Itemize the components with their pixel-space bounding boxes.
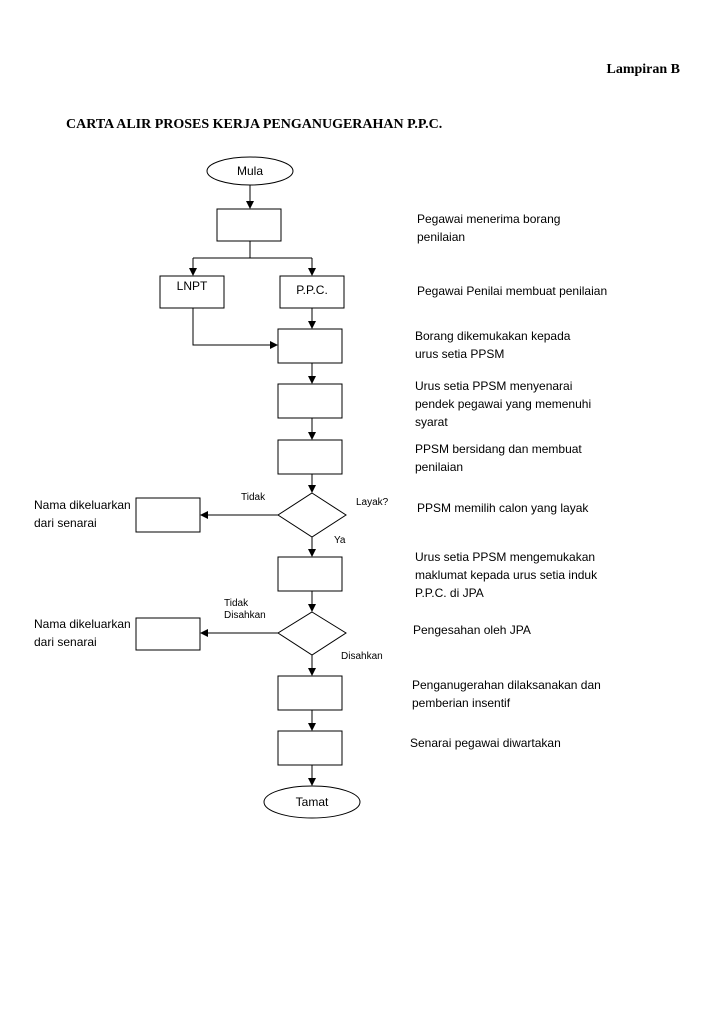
reject-box-2: [135, 617, 201, 651]
decision1-no-label: Tidak: [241, 492, 266, 503]
note-step-1: Pegawai menerima borang penilaian: [417, 212, 561, 244]
reject-text-2: Nama dikeluarkan dari senarai: [34, 617, 131, 649]
step-submit-form: [277, 328, 343, 364]
decision-eligible: [277, 492, 347, 538]
step-award: [277, 675, 343, 711]
step-submit-jpa: [277, 556, 343, 592]
note-step-8: Pengesahan oleh JPA: [413, 623, 531, 637]
note-step-9: Penganugerahan dilaksanakan dan pemberia…: [412, 678, 601, 710]
page-title: CARTA ALIR PROSES KERJA PENGANUGERAHAN P…: [66, 117, 443, 132]
reject-text-1: Nama dikeluarkan dari senarai: [34, 498, 131, 530]
end-terminal: [263, 785, 361, 819]
lnpt-label: LNPT: [177, 279, 208, 293]
note-step-5: PPSM bersidang dan membuat penilaian: [415, 442, 582, 474]
note-step-3: Borang dikemukakan kepada urus setia PPS…: [415, 329, 571, 361]
note-step-7: Urus setia PPSM mengemukakan maklumat ke…: [415, 550, 598, 600]
note-step-4: Urus setia PPSM menyenarai pendek pegawa…: [415, 379, 592, 429]
arrow-lnpt-merge: [192, 308, 278, 349]
ppc-label: P.P.C.: [296, 283, 328, 297]
reject-box-1: [135, 497, 201, 533]
end-label: Tamat: [296, 795, 329, 809]
step-ppsm-meeting: [277, 439, 343, 475]
step-gazette: [277, 730, 343, 766]
decision-approved: [277, 611, 347, 656]
box-lnpt: [159, 275, 225, 309]
note-step-2: Pegawai Penilai membuat penilaian: [417, 284, 608, 298]
step-shortlist: [277, 383, 343, 419]
decision1-yes-label: Ya: [334, 535, 346, 546]
note-step-10: Senarai pegawai diwartakan: [410, 736, 561, 750]
box-ppc: [279, 275, 345, 309]
decision2-yes-label: Disahkan: [341, 651, 383, 662]
decision1-question-label: Layak?: [356, 497, 389, 508]
note-step-6: PPSM memilih calon yang layak: [417, 501, 589, 515]
step-receive-form: [216, 208, 282, 242]
appendix-label: Lampiran B: [606, 62, 680, 77]
decision2-no-label: Tidak Disahkan: [224, 598, 266, 621]
start-label: Mula: [237, 164, 263, 178]
